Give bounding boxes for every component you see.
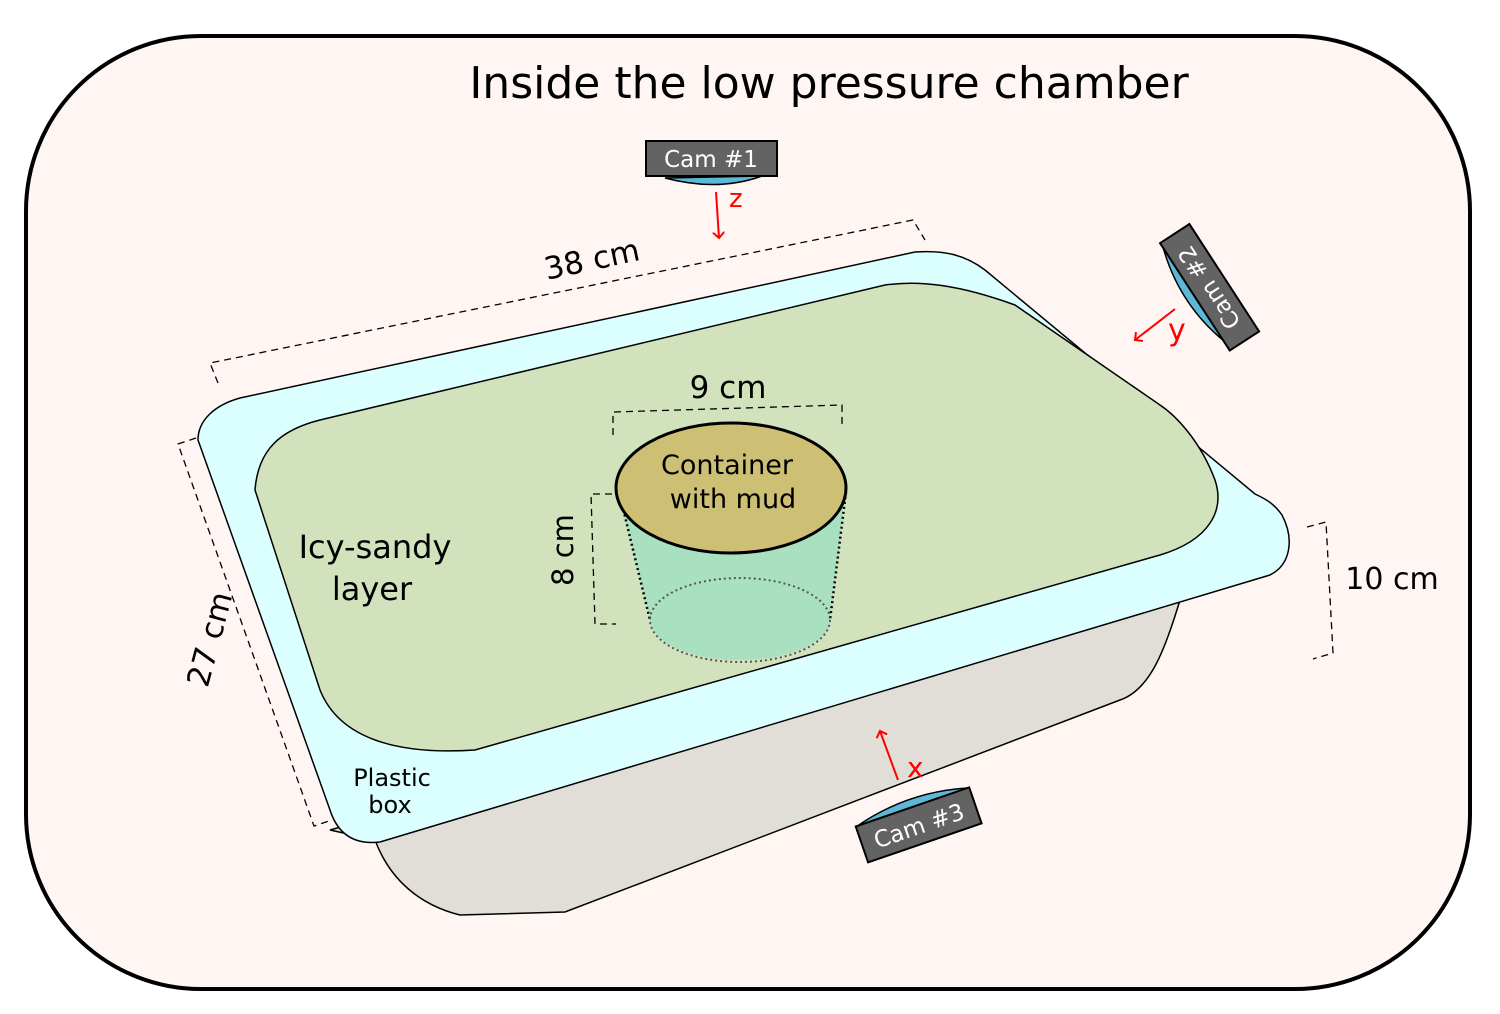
axis-y-arrow <box>1135 308 1176 340</box>
camera-1-body <box>645 140 778 177</box>
dim-container-diameter-bracket <box>612 404 843 435</box>
dim-container-height-bracket <box>590 493 616 625</box>
icy-sandy-label-line2: layer <box>332 570 413 608</box>
camera-1: Cam #1 <box>645 140 778 186</box>
icy-sandy-label-line1: Icy-sandy <box>299 528 452 566</box>
dim-box-width-bracket <box>177 437 333 827</box>
axis-z-label: z <box>729 184 743 214</box>
camera-3-body <box>854 786 983 864</box>
plastic-box-label-line2: box <box>368 791 411 819</box>
dim-box-length-bracket <box>209 219 926 384</box>
dim-container-diameter-label: 9 cm <box>690 370 767 406</box>
dim-box-height-bracket <box>1306 521 1334 660</box>
camera-3: Cam #3 <box>854 786 983 864</box>
plastic-box-side <box>329 588 1183 916</box>
diagram-title: Inside the low pressure chamber <box>469 58 1189 109</box>
dim-container-height-label: 8 cm <box>546 514 580 586</box>
container-label-line2: with mud <box>670 484 796 515</box>
container-label-line1: Container <box>661 450 794 481</box>
camera-2-body <box>1158 222 1261 352</box>
container-top <box>614 421 848 555</box>
container-side-left-edge <box>619 499 652 621</box>
plastic-box-label-line1: Plastic <box>353 764 431 792</box>
camera-1-label: Cam #1 <box>664 147 758 173</box>
axis-z-arrow <box>716 191 719 238</box>
axis-x-arrow <box>880 731 899 781</box>
axis-x-label: x <box>907 751 924 784</box>
dim-box-height-label: 10 cm <box>1345 562 1438 597</box>
container-bottom-outline <box>649 577 831 663</box>
axis-y-label: y <box>1168 313 1186 348</box>
container-side-right-edge <box>828 491 848 621</box>
